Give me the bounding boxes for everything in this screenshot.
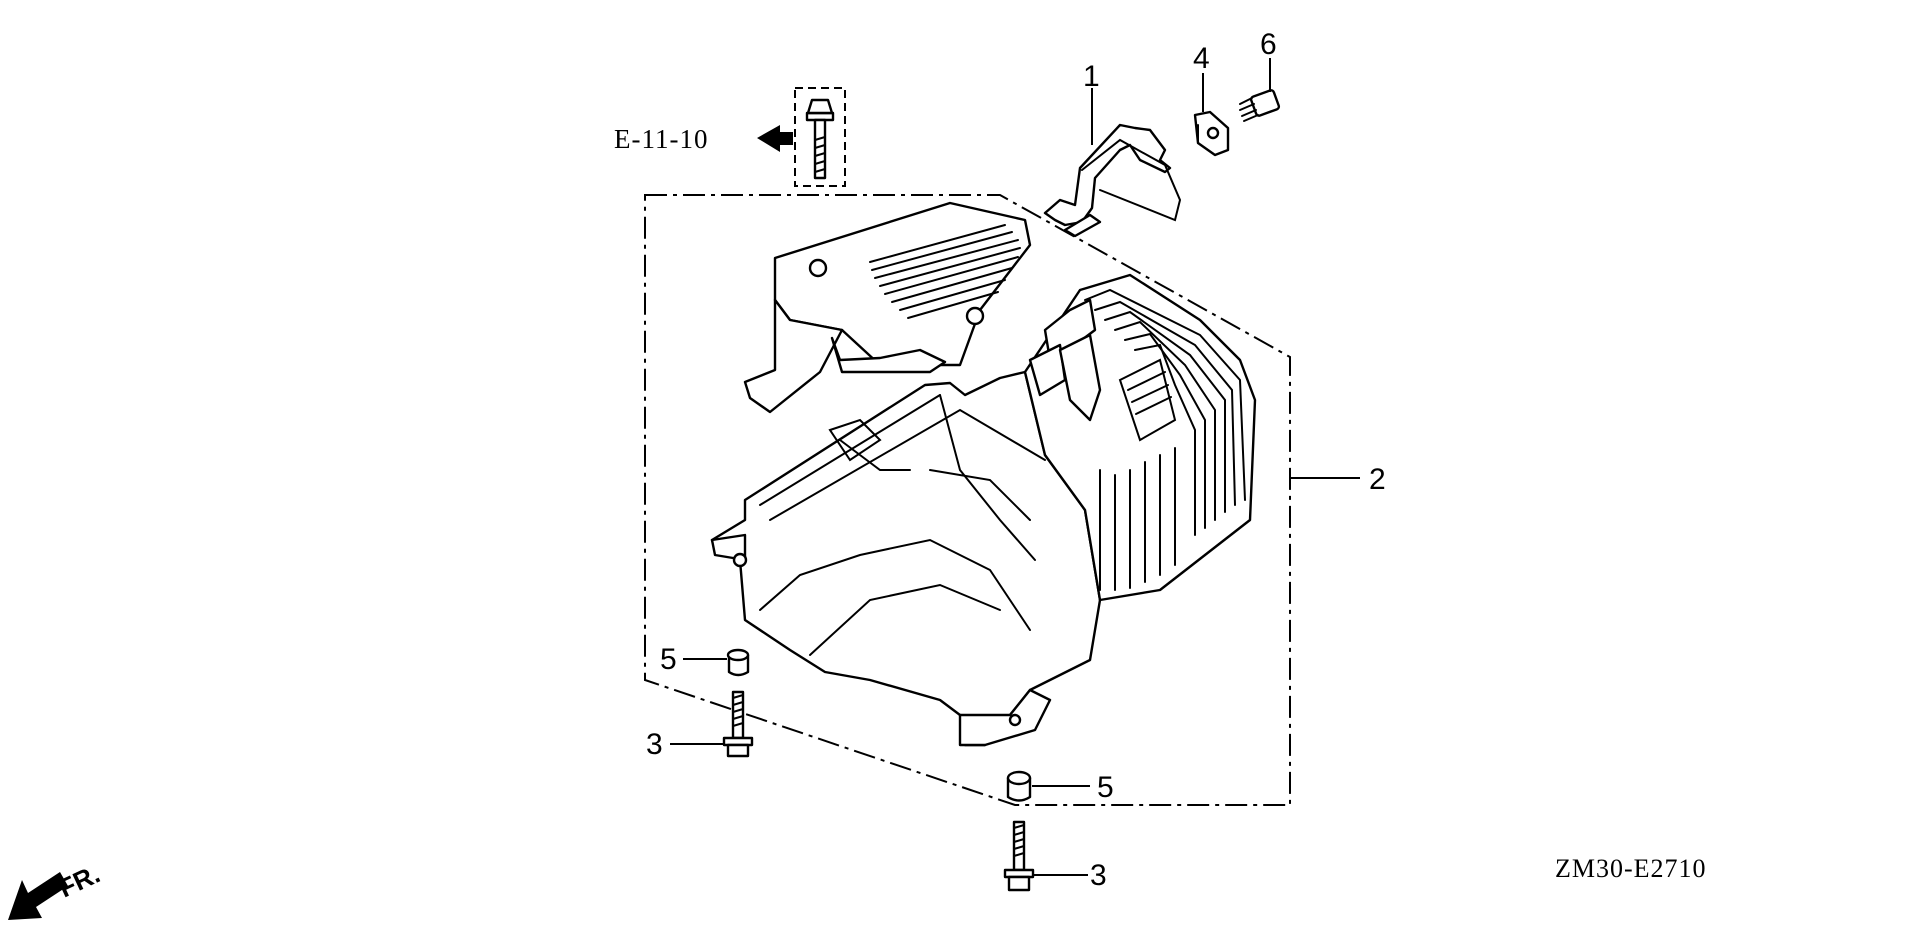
callout-2: 2	[1369, 463, 1386, 496]
callout-3-right: 3	[1090, 859, 1107, 892]
reference-label: E-11-10	[614, 124, 708, 154]
part-3-bolt-right[interactable]	[1003, 820, 1035, 892]
callout-1: 1	[1083, 60, 1100, 93]
front-arrow-icon	[8, 872, 68, 920]
part-3-bolt-left[interactable]	[722, 690, 754, 758]
part-5-spacer-left[interactable]	[726, 648, 750, 677]
part-2-fan-cover[interactable]	[710, 201, 1257, 747]
reference-arrow	[757, 125, 793, 152]
reference-bolt-box	[794, 87, 846, 187]
callout-5-left: 5	[660, 643, 677, 676]
front-indicator: FR.	[8, 859, 105, 920]
front-label: FR.	[54, 859, 105, 904]
callout-6: 6	[1260, 28, 1277, 61]
callout-5-right: 5	[1097, 771, 1114, 804]
part-5-spacer-right[interactable]	[1006, 770, 1032, 802]
reference-bolt	[805, 98, 835, 180]
part-6-screw[interactable]	[1239, 89, 1281, 122]
part-4-clip-nut[interactable]	[1193, 110, 1230, 157]
diagram-code: ZM30-E2710	[1555, 854, 1707, 883]
callout-3-left: 3	[646, 728, 663, 761]
callout-4: 4	[1193, 42, 1210, 75]
assembly-boundary	[644, 194, 1291, 806]
part-1-bracket[interactable]	[1043, 123, 1182, 238]
